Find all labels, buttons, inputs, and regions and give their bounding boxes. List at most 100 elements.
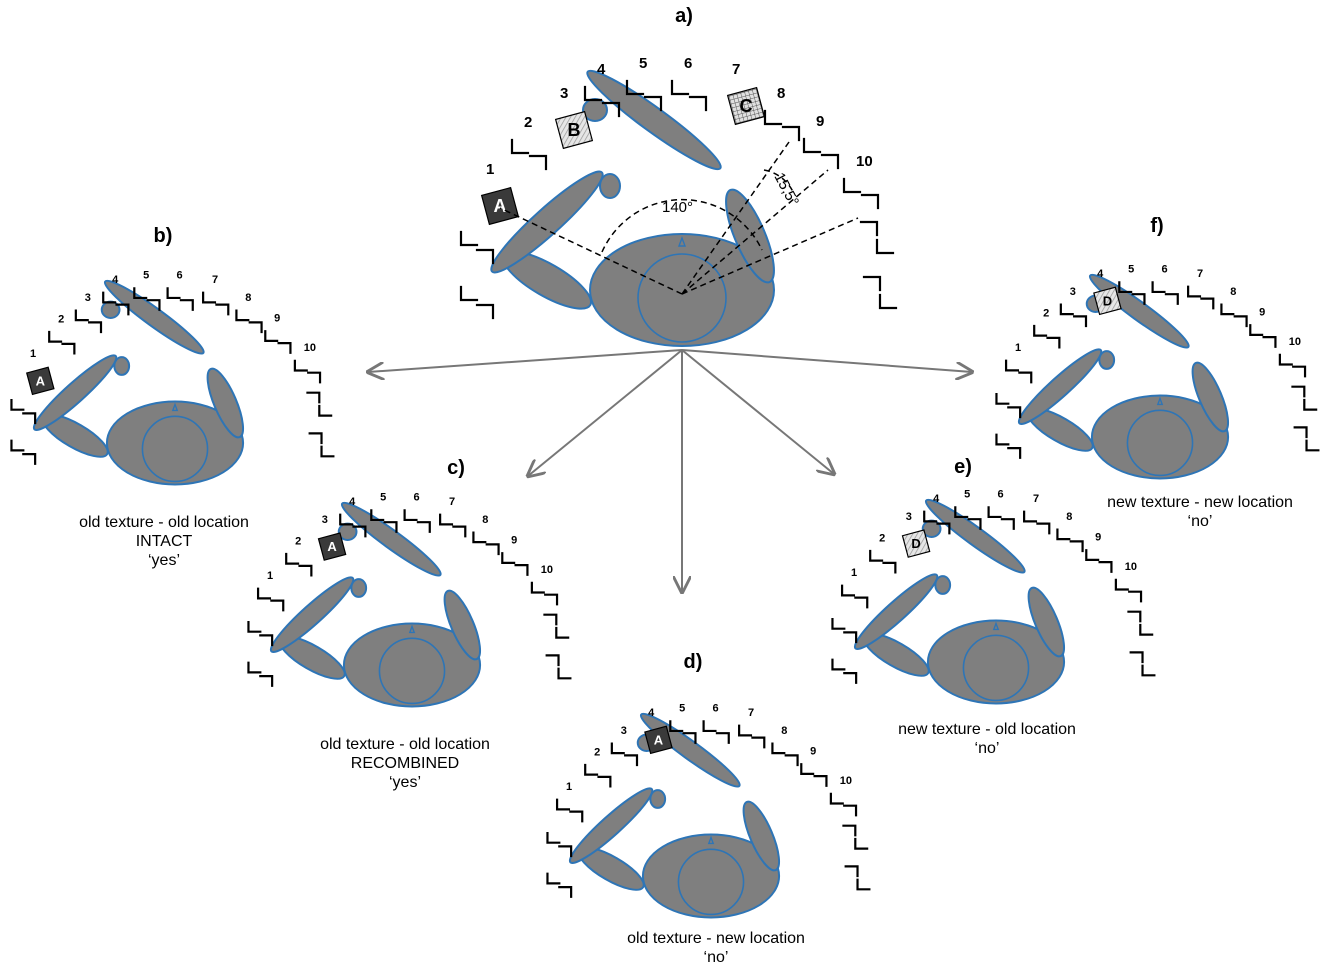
position-marker	[352, 525, 367, 538]
position-marker	[842, 177, 862, 194]
position-marker	[1262, 336, 1277, 348]
position-marker	[1018, 371, 1033, 384]
nose-marker	[992, 621, 1000, 631]
position-marker	[1249, 324, 1264, 336]
position-marker	[1114, 578, 1129, 591]
head	[637, 253, 727, 343]
position-marker	[738, 724, 753, 737]
position-marker	[601, 101, 621, 118]
position-marker	[854, 596, 869, 609]
caption-line: old texture - new location	[627, 930, 805, 947]
position-number: 9	[511, 535, 517, 547]
object-letter: A	[36, 373, 46, 388]
position-number: 7	[748, 707, 754, 719]
caption-line: new texture - old location	[898, 721, 1076, 738]
position-marker	[1220, 303, 1235, 316]
position-marker	[215, 303, 230, 316]
position-number: 1	[30, 348, 36, 360]
object-A	[644, 725, 673, 755]
position-marker	[1073, 315, 1088, 328]
position-marker	[1069, 540, 1084, 553]
position-marker	[936, 522, 951, 535]
position-marker	[259, 675, 274, 687]
position-marker	[115, 303, 130, 316]
position-number: 2	[1043, 307, 1049, 319]
position-number: 6	[413, 492, 419, 504]
position-marker	[459, 285, 479, 302]
caption-line: old texture - old location	[320, 736, 490, 753]
position-marker	[74, 309, 89, 322]
position-marker	[202, 291, 217, 304]
position-number: 5	[143, 270, 149, 282]
position-marker	[475, 248, 495, 265]
position-number: 5	[639, 55, 647, 72]
object-letter: A	[654, 732, 664, 747]
position-marker	[485, 543, 500, 556]
torso	[105, 400, 245, 486]
right-forearm	[742, 800, 781, 872]
object-letter: A	[327, 539, 337, 554]
position-marker	[235, 309, 250, 322]
position-number: 7	[1197, 268, 1203, 280]
right-forearm	[725, 188, 775, 284]
position-marker	[48, 330, 63, 343]
position-marker	[643, 95, 663, 112]
position-marker	[308, 432, 323, 445]
left-arm	[490, 170, 604, 274]
position-number: 6	[712, 703, 718, 715]
position-number: 1	[566, 781, 572, 793]
position-marker	[987, 506, 1002, 519]
position-marker	[854, 837, 869, 850]
position-marker	[530, 581, 545, 594]
object-letter: B	[568, 120, 581, 140]
position-marker	[1164, 293, 1179, 305]
position-marker	[844, 865, 859, 878]
position-number: 4	[1097, 268, 1104, 280]
position-marker	[1200, 297, 1215, 310]
torso	[926, 619, 1066, 705]
position-marker	[569, 810, 584, 823]
position-marker	[1059, 303, 1074, 316]
position-marker	[459, 230, 479, 247]
position-marker	[1007, 447, 1022, 459]
position-number: 2	[58, 313, 64, 325]
position-number: 3	[560, 85, 568, 102]
position-number: 7	[449, 496, 455, 508]
position-marker	[1036, 522, 1051, 535]
object-D	[901, 529, 931, 558]
position-marker	[669, 720, 684, 733]
position-marker	[1056, 528, 1071, 541]
position-marker	[856, 878, 871, 891]
position-marker	[584, 763, 599, 776]
position-marker	[597, 775, 612, 788]
position-marker	[544, 593, 559, 606]
torso	[589, 233, 775, 347]
position-marker	[1141, 664, 1156, 677]
position-number: 3	[621, 725, 627, 737]
position-marker	[763, 109, 783, 126]
position-marker	[298, 564, 313, 577]
position-marker	[146, 299, 161, 311]
position-number: 8	[482, 514, 488, 526]
position-number: 6	[1161, 264, 1167, 276]
position-marker	[954, 506, 969, 519]
connector-arrows	[368, 349, 972, 592]
head	[962, 634, 1030, 702]
position-marker	[383, 521, 398, 533]
position-marker	[820, 153, 840, 170]
position-marker	[439, 513, 454, 526]
position-number: 4	[349, 496, 356, 508]
object-letter: D	[911, 536, 920, 551]
position-marker	[1118, 281, 1133, 294]
position-marker	[1128, 590, 1143, 603]
position-number: 3	[85, 292, 91, 304]
position-marker	[452, 525, 467, 538]
position-marker	[256, 587, 272, 600]
position-marker	[967, 518, 982, 530]
object-letter: D	[1103, 293, 1112, 308]
position-marker	[307, 371, 322, 384]
position-marker	[784, 754, 799, 767]
position-marker	[248, 321, 263, 334]
torso	[641, 833, 781, 919]
